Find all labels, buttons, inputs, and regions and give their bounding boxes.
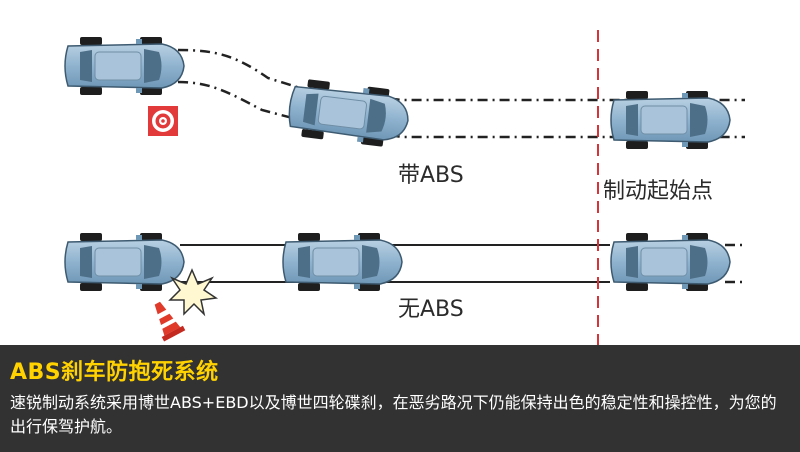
car-abs-swerve bbox=[285, 76, 413, 151]
label-brake-start: 制动起始点 bbox=[603, 179, 713, 204]
car-abs-start bbox=[64, 36, 185, 96]
label-with-abs: 带ABS bbox=[398, 163, 464, 188]
info-panel: ABS刹车防抱死系统 速锐制动系统采用博世ABS+EBD以及博世四轮碟刹，在恶劣… bbox=[0, 345, 800, 452]
panel-description: 速锐制动系统采用博世ABS+EBD以及博世四轮碟刹，在恶劣路况下仍能保持出色的稳… bbox=[10, 393, 777, 436]
car-no-abs-start bbox=[64, 232, 185, 292]
abs-path-upper bbox=[177, 48, 745, 102]
obstacle-target-icon bbox=[148, 106, 178, 136]
traffic-cone-icon bbox=[154, 301, 186, 342]
car-no-abs-end bbox=[610, 232, 731, 292]
collision-burst-icon bbox=[168, 268, 219, 317]
car-abs-end bbox=[610, 90, 731, 150]
panel-title: ABS刹车防抱死系统 bbox=[10, 360, 219, 385]
label-without-abs: 无ABS bbox=[398, 297, 464, 322]
car-no-abs-mid bbox=[282, 232, 403, 292]
abs-comparison-diagram: 带ABS 制动起始点 无ABS bbox=[64, 30, 745, 345]
